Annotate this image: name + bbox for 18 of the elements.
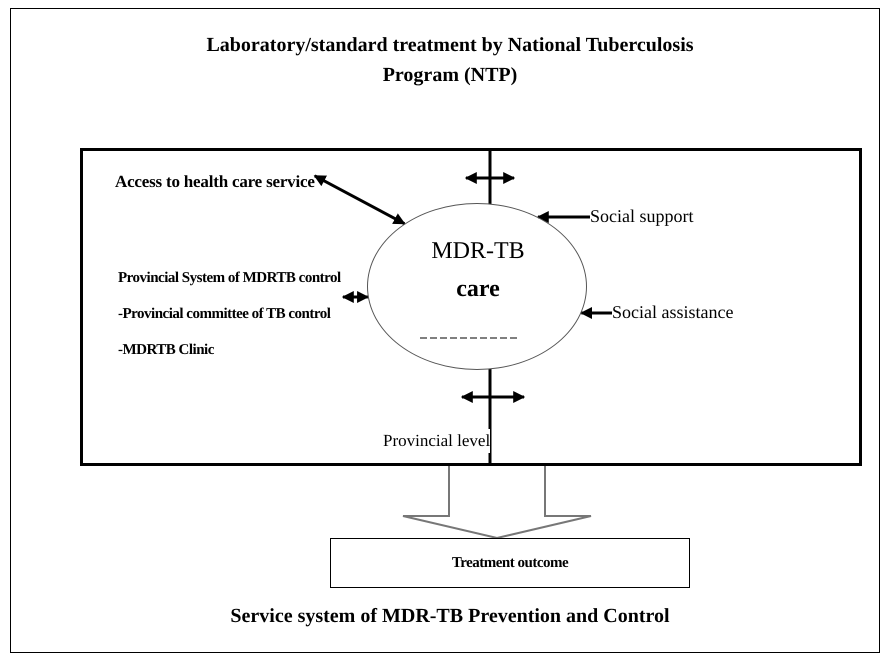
factor-label: Social assistance bbox=[612, 300, 734, 324]
title: Laboratory/standard treatment by National Tuberculosis Program (NTP) bbox=[205, 33, 695, 88]
arrow bbox=[580, 307, 612, 319]
arrow bbox=[342, 291, 370, 303]
care-ellipse bbox=[367, 203, 587, 370]
list-item: -MDRTB Clinic bbox=[118, 341, 215, 360]
factor-label: Social support bbox=[590, 204, 694, 228]
level-label: Provincial level bbox=[383, 429, 490, 453]
node-label: MDR-TB care bbox=[430, 237, 526, 304]
caption: Service system of MDR-TB Prevention and Control bbox=[229, 604, 671, 629]
factor-label: Access to health care service bbox=[115, 170, 315, 194]
arrow bbox=[314, 174, 406, 226]
outcome-box: Treatment outcome bbox=[330, 538, 690, 588]
list-item: -Provincial committee of TB control bbox=[118, 305, 332, 324]
list-item: Provincial System of MDRTB control bbox=[118, 269, 342, 288]
block-arrow bbox=[402, 465, 592, 540]
arrow bbox=[536, 211, 590, 223]
system-box bbox=[80, 148, 862, 466]
